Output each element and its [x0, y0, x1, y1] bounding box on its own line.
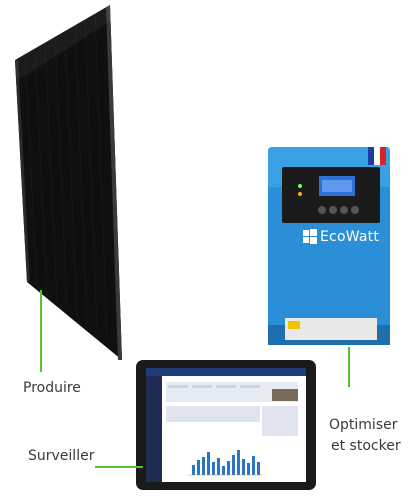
monitor-leader-line [95, 466, 143, 468]
french-flag-icon [368, 147, 386, 165]
tablet [136, 360, 316, 490]
inverter-brand-label: EcoWatt [320, 229, 380, 245]
produce-leader-line [40, 290, 42, 372]
inverter [268, 147, 390, 345]
warning-sticker-icon [288, 321, 300, 329]
optimize-label-line2: et stocker [331, 438, 401, 454]
solar-panel [15, 5, 122, 360]
produce-label: Produire [23, 380, 81, 396]
optimize-label-line1: Optimiser [329, 417, 398, 433]
optimize-leader-line [348, 347, 350, 387]
tablet-chart-bars [192, 450, 260, 475]
windows-logo-icon [303, 229, 317, 244]
monitor-label: Surveiller [28, 448, 95, 464]
